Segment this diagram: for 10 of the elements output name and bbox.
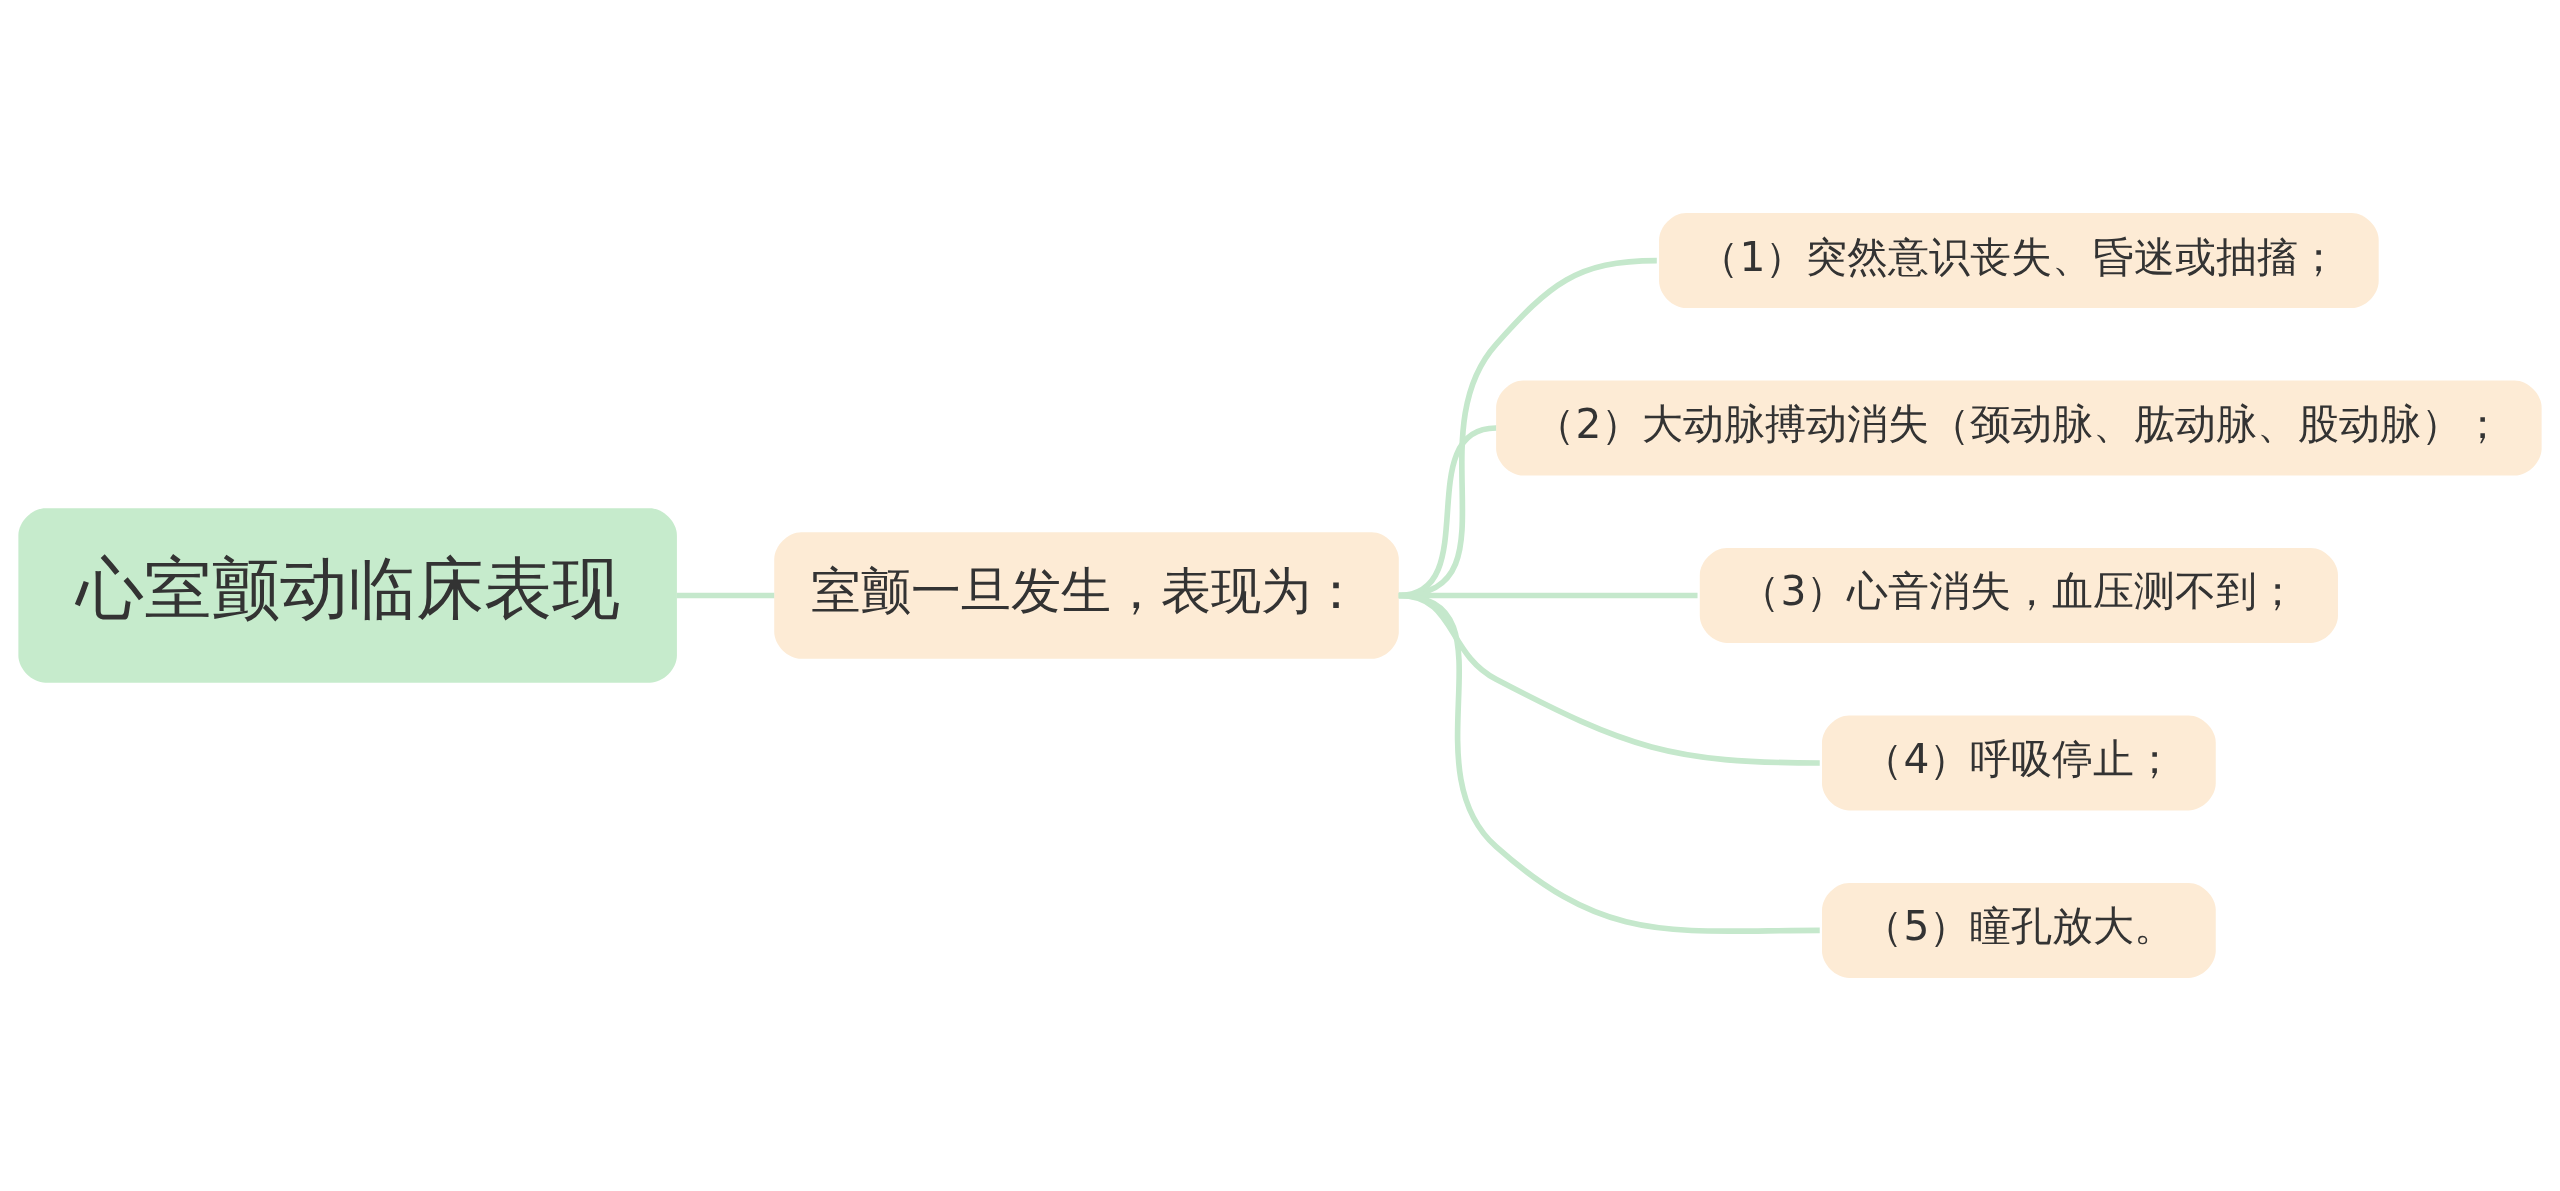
node-box: （1）突然意识丧失、昏迷或抽搐； [1659,213,2379,309]
node-box: （3）心音消失，血压测不到； [1699,548,2338,643]
connector [1398,592,1820,766]
connector [1398,592,1820,935]
node-box: 室颤一旦发生，表现为： [774,532,1399,659]
node-box: （2）大动脉搏动消失（颈动脉、肱动脉、股动脉）； [1496,380,2542,476]
node-box: （4）呼吸停止； [1822,715,2216,811]
node-box: （5）瞳孔放大。 [1822,882,2216,978]
connector [676,592,775,599]
node-box: 心室颤动临床表现 [18,508,677,683]
